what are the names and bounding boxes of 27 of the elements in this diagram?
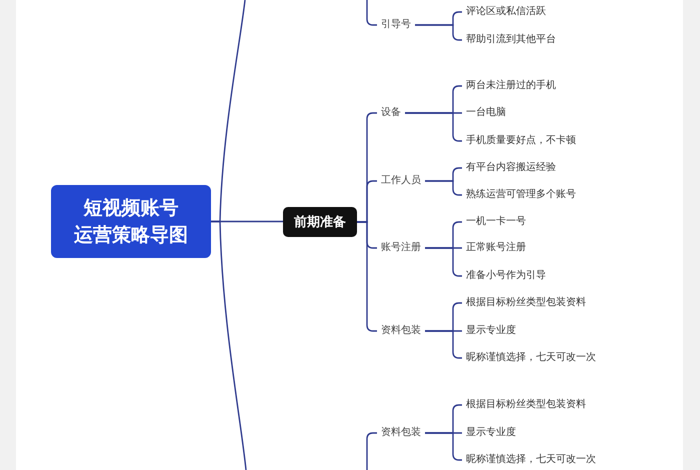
leaf-label: 显示专业度	[466, 324, 516, 338]
leaf-label: 手机质量要好点，不卡顿	[466, 134, 576, 148]
leaf-label: 昵称谨慎选择，七天可改一次	[466, 453, 596, 467]
central-topic-box: 短视频账号运营策略导图	[51, 185, 211, 258]
leaf-label: 有平台内容搬运经验	[466, 161, 556, 175]
leaf-label: 熟练运营可管理多个账号	[466, 188, 576, 202]
leaf-label: 评论区或私信活跃	[466, 5, 546, 19]
leaf-label: 准备小号作为引导	[466, 269, 546, 283]
leaf-label: 帮助引流到其他平台	[466, 33, 556, 47]
subtopic-label: 账号注册	[381, 241, 421, 255]
leaf-label: 一台电脑	[466, 106, 506, 120]
leaf-label: 正常账号注册	[466, 241, 526, 255]
leaf-label: 根据目标粉丝类型包装资料	[466, 398, 586, 412]
subtopic-label: 资料包装	[381, 426, 421, 440]
leaf-label: 昵称谨慎选择，七天可改一次	[466, 351, 596, 365]
branch-topic-box: 前期准备	[283, 207, 357, 237]
leaf-label: 根据目标粉丝类型包装资料	[466, 296, 586, 310]
leaf-label: 一机一卡一号	[466, 215, 526, 229]
subtopic-label: 引导号	[381, 18, 411, 32]
subtopic-label: 设备	[381, 106, 401, 120]
subtopic-label: 工作人员	[381, 174, 421, 188]
connector-line	[415, 24, 462, 41]
leaf-label: 显示专业度	[466, 426, 516, 440]
connector-line	[211, 220, 247, 470]
leaf-label: 两台未注册过的手机	[466, 79, 556, 93]
connector-line	[425, 180, 462, 196]
subtopic-label: 资料包装	[381, 324, 421, 338]
